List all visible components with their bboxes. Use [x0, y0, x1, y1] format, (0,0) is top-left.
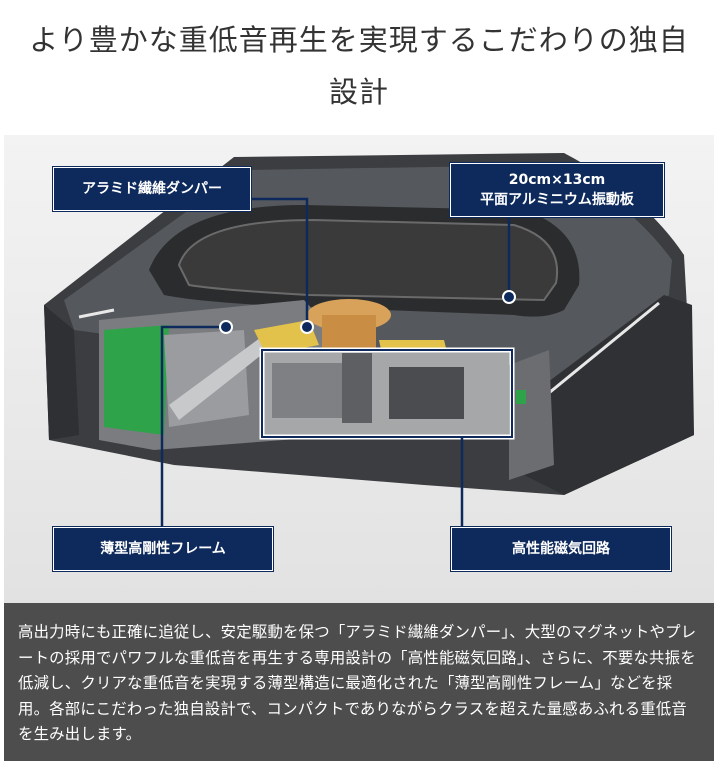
diaphragm: [177, 218, 559, 302]
page-title-line-1: より豊かな重低音再生を実現するこだわりの独自: [29, 23, 689, 57]
description-text: 高出力時にも正確に追従し、安定駆動を保つ「アラミド繊維ダンパー」、大型のマグネッ…: [18, 623, 697, 743]
leader-frame: [160, 325, 226, 530]
callout-aramid-damper: アラミド繊維ダンパー: [53, 167, 251, 211]
trim-line: [543, 301, 660, 399]
page-title-line-2: 設計: [328, 75, 389, 109]
housing-left-side: [44, 305, 79, 440]
highlight-box-magnetic-inner: [261, 349, 513, 438]
subwoofer-cutaway-illustration: アラミド繊維ダンパー 20cm×13cm 平面アルミニウム振動板 薄型高剛性フレ…: [4, 135, 714, 603]
circuit-board: [104, 325, 169, 435]
callout-thin-frame: 薄型高剛性フレーム: [53, 527, 273, 571]
magnet-right: [389, 367, 464, 419]
callout-diaphragm-size: 20cm×13cm: [508, 172, 606, 188]
callout-thin-frame-label: 薄型高剛性フレーム: [100, 541, 226, 557]
page-title: より豊かな重低音再生を実現するこだわりの独自 設計: [0, 14, 718, 118]
callout-aramid-damper-label: アラミド繊維ダンパー: [82, 181, 222, 197]
green-component-right: [516, 390, 526, 404]
marker-frame: [219, 320, 233, 334]
right-cutaway: [509, 350, 554, 480]
magnet-center: [342, 353, 372, 423]
magnet-left: [272, 363, 342, 418]
housing-front: [524, 295, 694, 495]
marker-diaphragm: [502, 290, 516, 304]
subwoofer-cutaway-drawing: [44, 153, 694, 530]
trim-line-2: [78, 308, 115, 319]
marker-damper: [300, 320, 314, 334]
callout-aluminium-diaphragm: 20cm×13cm 平面アルミニウム振動板: [450, 163, 664, 217]
callout-diaphragm-name: 平面アルミニウム振動板: [480, 192, 634, 208]
leader-damper: [249, 197, 309, 325]
callout-magnetic-circuit-label: 高性能磁気回路: [512, 541, 610, 557]
frame-strut: [169, 335, 274, 420]
callout-magnetic-circuit: 高性能磁気回路: [451, 527, 671, 571]
description-panel: 高出力時にも正確に追従し、安定駆動を保つ「アラミド繊維ダンパー」、大型のマグネッ…: [4, 603, 714, 761]
